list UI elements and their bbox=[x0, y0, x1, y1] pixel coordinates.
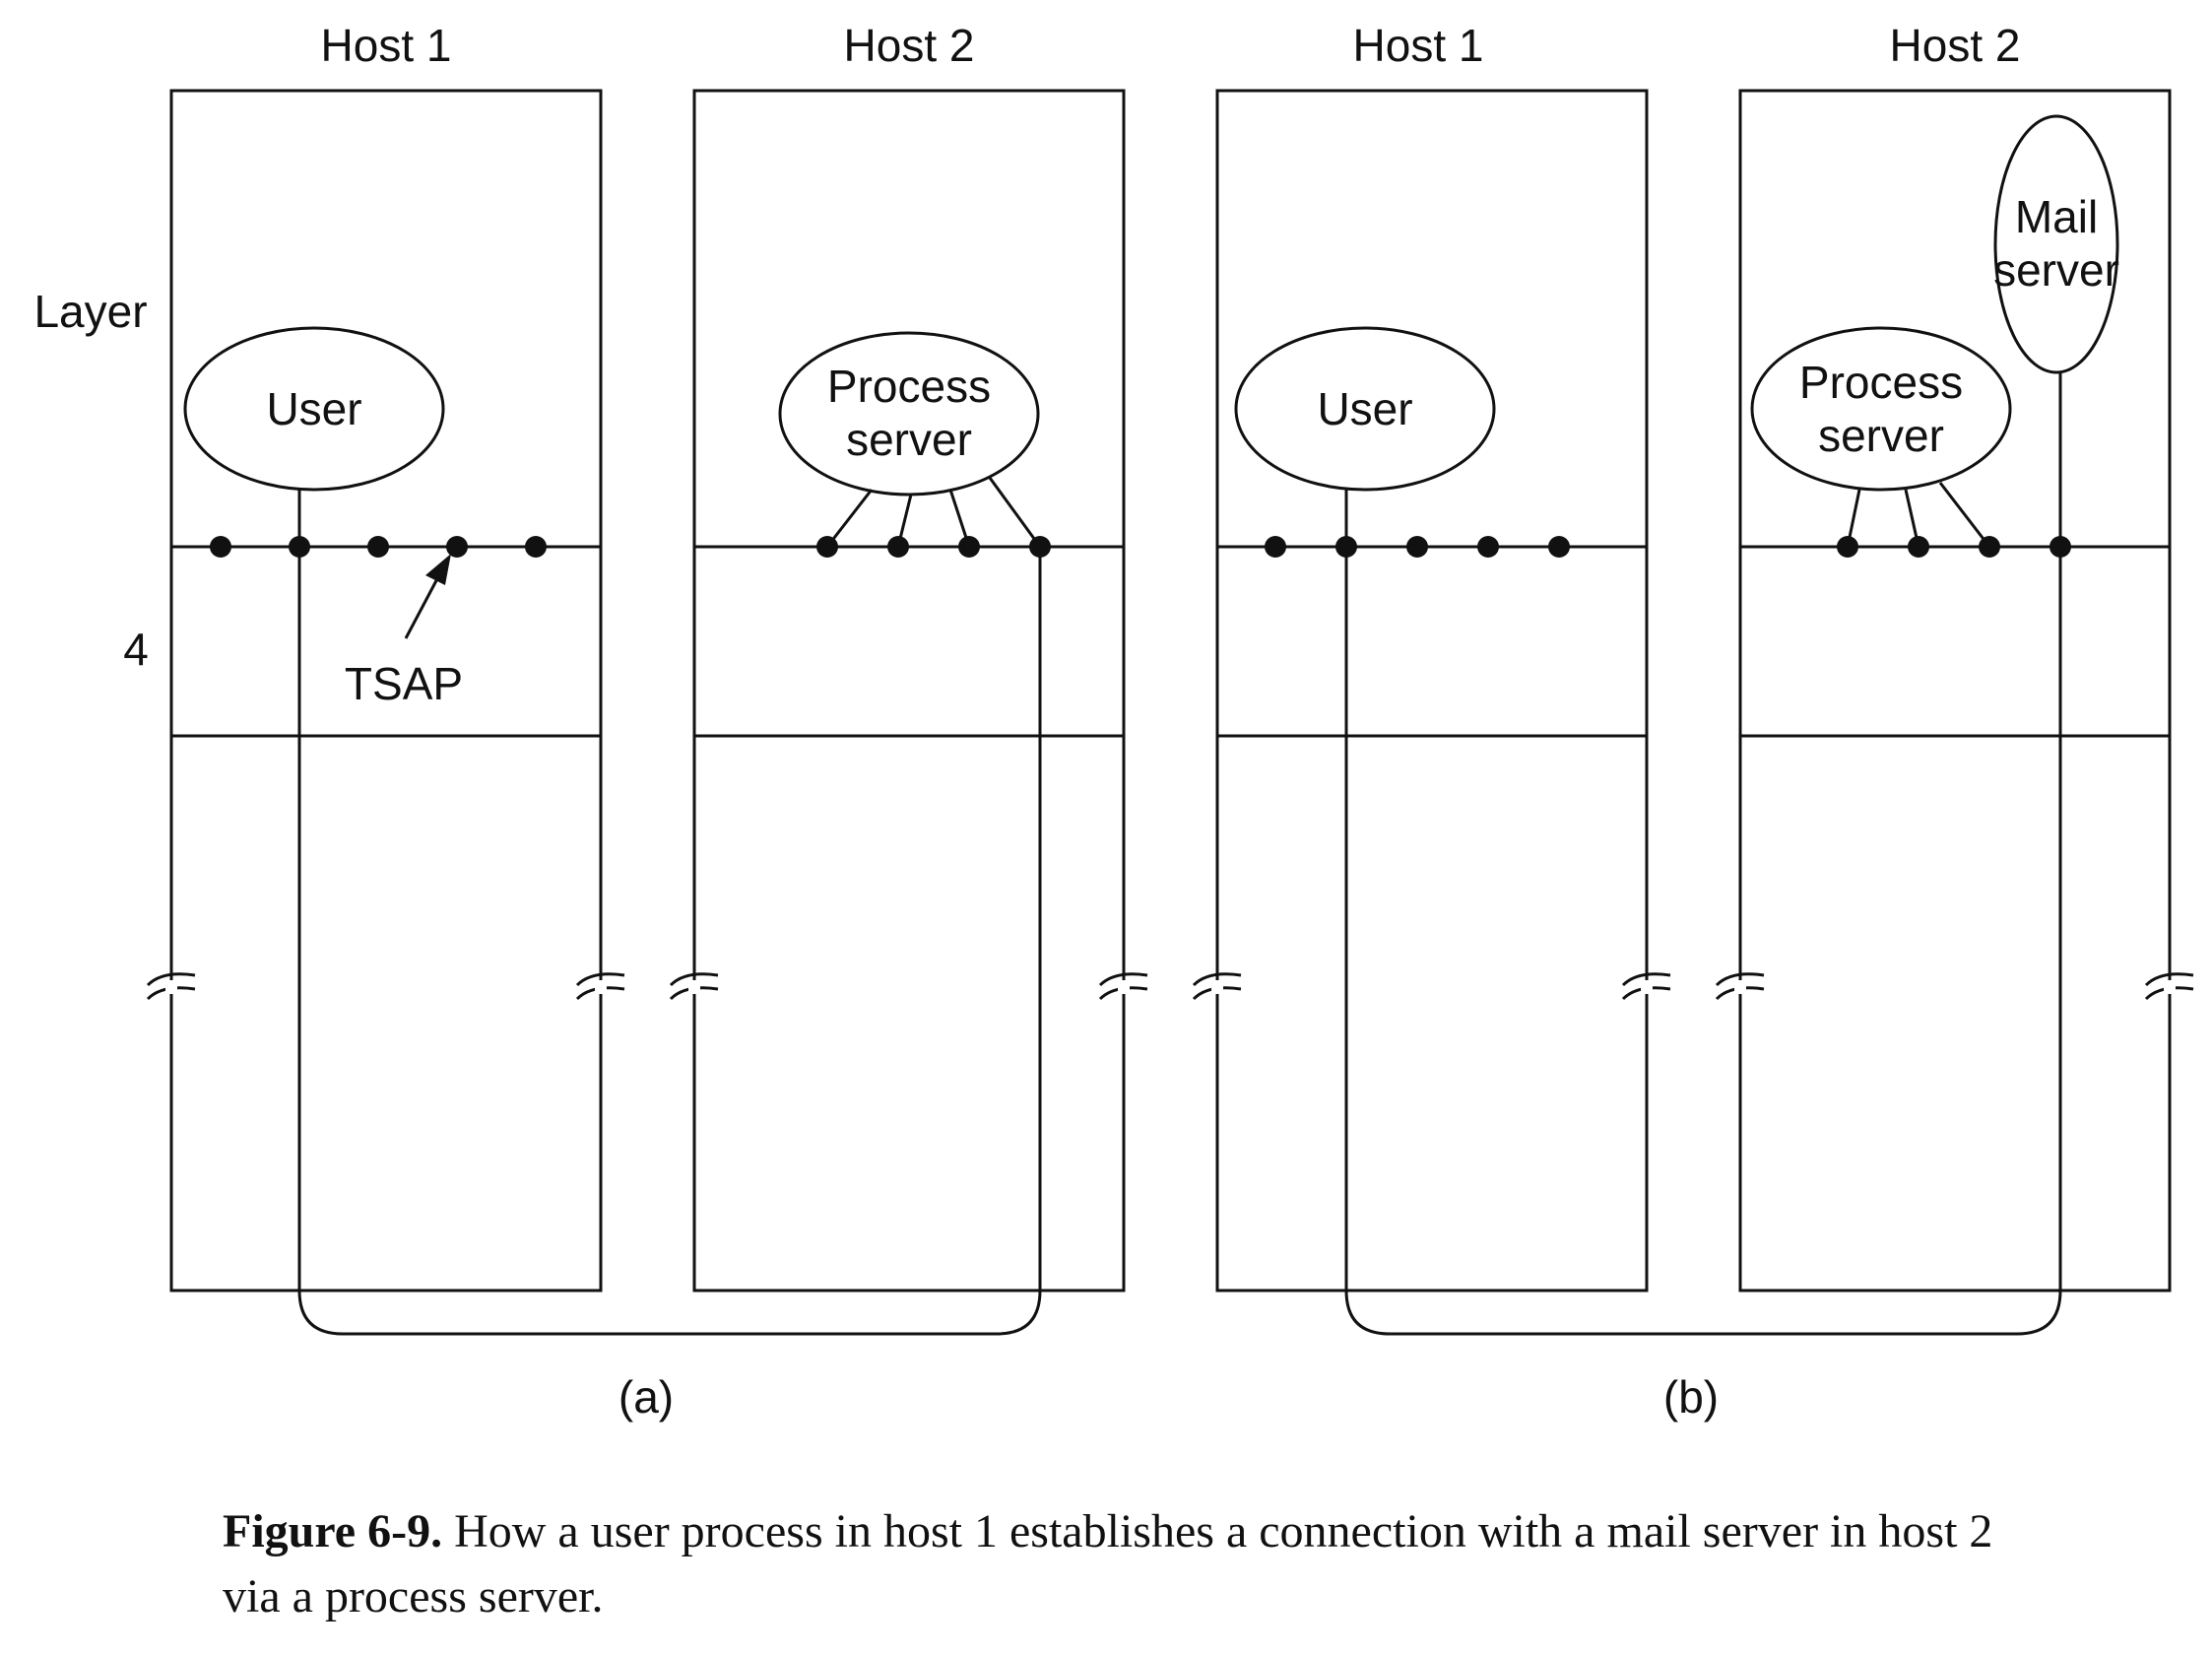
tsap-dot bbox=[887, 536, 909, 558]
tsap-dot bbox=[1908, 536, 1929, 558]
panel-a-host2-box bbox=[692, 89, 1126, 1292]
tsap-dot bbox=[2049, 536, 2071, 558]
panel-a-process-label-line2: server bbox=[846, 414, 972, 465]
panel-b-host2-title: Host 2 bbox=[1890, 20, 2021, 71]
tsap-arrow-shaft bbox=[404, 570, 443, 639]
tsap-dot bbox=[289, 536, 310, 558]
panel-a-process-server-ellipse bbox=[778, 331, 1040, 496]
panel-b-process-label-line1: Process bbox=[1799, 357, 1963, 408]
tsap-dot bbox=[525, 536, 547, 558]
panel-a-connection-path bbox=[297, 490, 1042, 1336]
figure-caption: Figure 6-9. How a user process in host 1… bbox=[223, 1499, 2015, 1629]
panel-b-host2-box bbox=[1738, 89, 2172, 1292]
break-gaps bbox=[165, 980, 2176, 994]
panel-b-mail-label-line1: Mail bbox=[2015, 191, 2098, 242]
panel-a-host1-box bbox=[169, 89, 603, 1292]
layer-number-label: 4 bbox=[123, 624, 149, 675]
panel-b-mail-server-ellipse bbox=[1993, 114, 2119, 374]
panel-b-sublabel: (b) bbox=[1663, 1371, 1719, 1423]
tsap-dot bbox=[1029, 536, 1051, 558]
panel-b-process-label-line2: server bbox=[1818, 410, 1944, 461]
panel-b-spoke-3 bbox=[1938, 482, 1991, 548]
tsap-arrow-head bbox=[425, 554, 451, 585]
tsap-dot bbox=[210, 536, 231, 558]
tsap-dot bbox=[816, 536, 838, 558]
panel-a-user-ellipse bbox=[183, 326, 445, 492]
panel-b-process-server-ellipse bbox=[1750, 326, 2012, 492]
tsap-dot bbox=[446, 536, 468, 558]
tsap-dot bbox=[367, 536, 389, 558]
tsap-dot bbox=[1406, 536, 1428, 558]
panel-b-host1-title: Host 1 bbox=[1353, 20, 1484, 71]
panel-a-host2-title: Host 2 bbox=[844, 20, 975, 71]
panel-a-spoke-4 bbox=[988, 477, 1042, 548]
panel-b-mail-label-line2: server bbox=[1993, 244, 2119, 296]
tsap-dots bbox=[210, 536, 2071, 558]
break-marks bbox=[146, 972, 2194, 1001]
caption-text: How a user process in host 1 establishes… bbox=[223, 1505, 1993, 1622]
tsap-dot bbox=[1335, 536, 1357, 558]
panel-b-user-ellipse bbox=[1234, 326, 1496, 492]
panel-b-connection-path bbox=[1344, 372, 2062, 1336]
tsap-label: TSAP bbox=[345, 658, 463, 709]
tsap-dot bbox=[1979, 536, 2000, 558]
tsap-dot bbox=[1265, 536, 1286, 558]
tsap-dot bbox=[1477, 536, 1499, 558]
panel-a-spoke-1 bbox=[825, 489, 874, 548]
layer-label: Layer bbox=[33, 286, 147, 337]
panel-a-user-label: User bbox=[266, 383, 361, 434]
panel-b-host1-box bbox=[1215, 89, 1649, 1292]
panel-b-user-label: User bbox=[1317, 383, 1412, 434]
tsap-dot bbox=[1837, 536, 1858, 558]
panel-a-host1-title: Host 1 bbox=[321, 20, 452, 71]
tsap-dot bbox=[958, 536, 980, 558]
tsap-dot bbox=[1548, 536, 1570, 558]
figure-number: Figure 6-9. bbox=[223, 1505, 443, 1557]
panel-a-process-label-line1: Process bbox=[827, 361, 991, 412]
panel-a-sublabel: (a) bbox=[618, 1371, 674, 1423]
